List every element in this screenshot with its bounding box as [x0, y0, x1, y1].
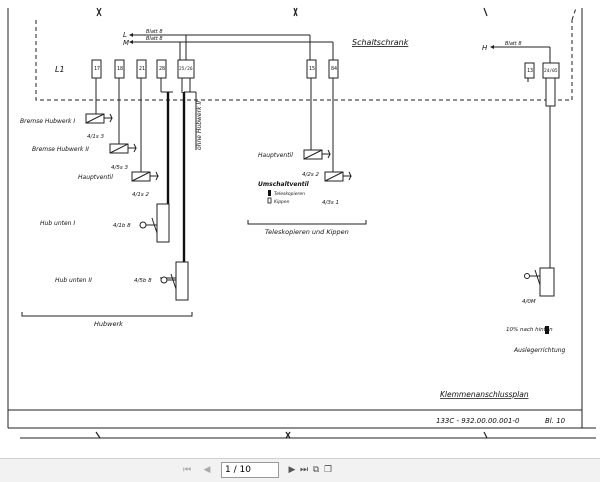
- line-m-label: M: [123, 39, 129, 47]
- changeover-indicator-2: [267, 197, 272, 204]
- terminal-15: 15: [309, 66, 315, 72]
- fit-width-icon[interactable]: ❐: [323, 465, 333, 475]
- vertical-note: ohne Hubwerk II: [196, 101, 203, 150]
- next-page-icon[interactable]: ▶: [288, 465, 296, 475]
- drawing-number: 133C - 932.00.00.001-0: [436, 417, 520, 425]
- drawing-title: Klemmenanschlussplan: [440, 390, 529, 399]
- schaltschrank-label: Schaltschrank: [352, 38, 409, 47]
- terminal-21: 21: [139, 66, 145, 72]
- hubwerk-label: Hubwerk: [94, 320, 123, 328]
- changeover-label: Umschaltventil: [258, 181, 310, 188]
- terminal-28: 28: [159, 66, 165, 72]
- ausleger-label: Auslegerrichtung: [513, 347, 566, 354]
- terminal-13: 13: [527, 68, 533, 74]
- right-switch-symbol: [524, 267, 555, 297]
- main-valve-mid-code: 4/2s 2: [302, 172, 319, 178]
- terminal-strip-left: 17 18 21 28 25/26: [91, 59, 195, 79]
- hub-1-label: Hub unten I: [40, 220, 75, 227]
- right-switch-code: 4/0M: [522, 299, 536, 305]
- changeover-code: 4/3s 1: [322, 200, 339, 206]
- supply-line-h: [494, 46, 551, 63]
- terminal-18: 18: [117, 66, 123, 72]
- terminal-24-05: 24/05: [544, 68, 558, 74]
- sheet-number: Bl. 10: [545, 417, 566, 425]
- viewer-toolbar: ⏮ ◀ ▶ ⏭ ⧉ ❐: [0, 458, 600, 482]
- terminal-84: 84: [331, 66, 337, 72]
- supply-lines: [133, 34, 334, 60]
- limit-switch-2-symbol: [160, 261, 189, 301]
- hubwerk-bracket: [21, 312, 193, 317]
- limit-switch-1-symbol: [139, 203, 170, 243]
- main-valve-mid-symbol: [303, 149, 331, 160]
- main-valve-left-code: 4/1s 2: [132, 192, 149, 198]
- line-l-label: L: [123, 31, 127, 39]
- brake-1-code: 4/1s 3: [87, 134, 104, 140]
- line-h-ref: Blatt 8: [505, 41, 522, 47]
- line-m-ref: Blatt 8: [146, 36, 163, 42]
- brake-2-code: 4/5s 3: [111, 165, 128, 171]
- heavy-cables: [166, 92, 186, 262]
- percent-indicator: [545, 326, 549, 334]
- schaltschrank-boundary: [35, 7, 577, 101]
- terminal-25-26: 25/26: [179, 66, 193, 72]
- hub-2-code: 4/5b 8: [134, 278, 152, 284]
- mid-group-label: Teleskopieren und Kippen: [265, 228, 349, 236]
- l1-label: L1: [55, 65, 65, 74]
- page-frame: [7, 8, 596, 439]
- wiring-diagram-sheet: Schaltschrank L1 L M Blatt 8 Blatt 8 H B…: [7, 7, 596, 439]
- mid-bracket: [247, 220, 367, 225]
- frame-ticks: [95, 7, 488, 439]
- first-page-icon[interactable]: ⏮: [182, 465, 192, 475]
- kippen-label: Kippen: [274, 199, 290, 205]
- main-valve-mid-label: Hauptventil: [258, 152, 293, 159]
- prev-page-icon[interactable]: ◀: [203, 465, 211, 475]
- right-wiring: [527, 77, 556, 268]
- terminal-17: 17: [94, 66, 100, 72]
- main-valve-left-label: Hauptventil: [78, 174, 113, 181]
- brake-2-label: Bremse Hubwerk II: [32, 146, 89, 153]
- percent-label: 10% nach hinten: [506, 327, 553, 333]
- changeover-indicator: [268, 190, 271, 196]
- main-valve-left-symbol: [131, 171, 159, 182]
- line-h-label: H: [482, 44, 488, 52]
- last-page-icon[interactable]: ⏭: [299, 465, 309, 475]
- mid-wiring: [310, 78, 334, 172]
- brake-valve-2-symbol: [109, 143, 137, 154]
- brake-valve-1-symbol: [85, 113, 113, 124]
- brake-1-label: Bremse Hubwerk I: [20, 118, 75, 125]
- hub-2-label: Hub unten II: [55, 277, 92, 284]
- fit-page-icon[interactable]: ⧉: [312, 465, 320, 475]
- changeover-valve-symbol: [324, 171, 352, 182]
- teleskop-label: Teleskopieren: [274, 191, 305, 197]
- line-l-ref: Blatt 8: [146, 29, 163, 35]
- hub-1-code: 4/1b 8: [113, 223, 131, 229]
- page-number-input[interactable]: [221, 462, 279, 478]
